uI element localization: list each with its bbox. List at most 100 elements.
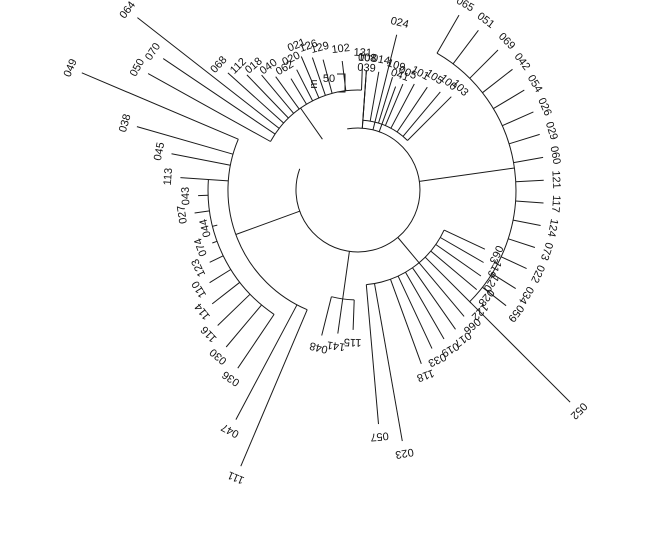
leaf-label-113: 113 <box>162 168 175 186</box>
clade-stem-upper-left <box>300 107 323 140</box>
leaf-label-027: 027 <box>175 205 189 225</box>
branch-027 <box>194 210 210 214</box>
leaf-label-052: 052 <box>568 400 589 421</box>
branch-124 <box>513 219 541 226</box>
leaf-label-065: 065 <box>454 0 476 14</box>
leaf-label-068: 068 <box>208 54 229 76</box>
leaf-label-064: 064 <box>117 0 138 21</box>
leaf-label-073: 073 <box>538 241 555 262</box>
leaf-label-059: 059 <box>505 302 526 324</box>
leaf-label-034: 034 <box>516 284 536 306</box>
branch-120 <box>435 244 482 277</box>
leaf-label-024: 024 <box>389 15 410 31</box>
leaf-label-048: 048 <box>308 339 329 355</box>
branch-017 <box>412 267 456 330</box>
branch-050 <box>147 73 271 142</box>
leaf-label-023: 023 <box>394 445 414 460</box>
leaf-label-131: 131 <box>353 47 372 60</box>
branch-131 <box>361 65 363 91</box>
leaf-label-014: 014 <box>371 52 391 67</box>
leaf-label-051: 051 <box>475 10 497 31</box>
leaf-label-115: 115 <box>344 336 362 349</box>
leaf-label-045: 045 <box>152 141 167 161</box>
branch-118 <box>390 279 422 364</box>
branch-116 <box>217 293 251 326</box>
branch-026 <box>502 111 534 127</box>
clade-stem-lower-right <box>397 237 420 264</box>
branch-129 <box>322 59 333 94</box>
branch-038 <box>136 126 234 155</box>
tree-branches <box>81 14 571 467</box>
branch-028 <box>430 250 478 290</box>
branch-115 <box>352 299 355 330</box>
branch-018 <box>261 74 295 114</box>
branch-051 <box>452 29 479 65</box>
branch-101 <box>390 83 415 129</box>
leaf-label-036: 036 <box>220 368 242 388</box>
branch-066 <box>418 262 465 317</box>
leaf-label-022: 022 <box>528 263 547 285</box>
leaf-label-026: 026 <box>535 96 553 118</box>
leaf-label-129: 129 <box>310 40 331 56</box>
scale-bar-label: 50 <box>323 73 335 85</box>
branch-070 <box>162 58 276 135</box>
branch-065 <box>436 14 460 54</box>
clade-arc-lower-right <box>366 229 445 286</box>
leaf-label-110: 110 <box>190 279 209 300</box>
leaf-label-050: 050 <box>128 57 147 79</box>
branch-036 <box>237 314 275 369</box>
root-arc <box>295 127 421 253</box>
leaf-label-033: 033 <box>426 350 448 369</box>
branch-110 <box>209 269 232 284</box>
branch-049 <box>81 72 239 140</box>
leaf-label-114: 114 <box>193 301 213 322</box>
leaf-label-047: 047 <box>219 421 241 440</box>
branch-047 <box>235 304 298 420</box>
branch-141 <box>337 298 344 334</box>
branch-040 <box>275 76 300 110</box>
leaf-label-039: 039 <box>357 62 376 75</box>
clade-arc-top <box>362 119 408 141</box>
branch-105 <box>396 86 428 133</box>
branch-117 <box>515 200 544 204</box>
branch-022 <box>500 256 527 270</box>
scale-bar: 50 m <box>308 73 346 93</box>
leaf-label-123: 123 <box>189 257 208 279</box>
leaf-label-060: 060 <box>548 145 563 165</box>
branch-119 <box>440 237 484 263</box>
leaf-label-116: 116 <box>199 323 220 344</box>
branch-045 <box>171 153 231 166</box>
leaf-label-038: 038 <box>117 113 134 134</box>
leaf-label-109: 109 <box>385 57 406 74</box>
leaf-label-118: 118 <box>415 367 436 384</box>
branch-068 <box>227 72 285 124</box>
branch-039 <box>361 80 367 129</box>
branch-126 <box>311 57 326 96</box>
leaf-label-074: 074 <box>192 236 210 257</box>
branch-048 <box>321 296 332 336</box>
scale-bar-line <box>337 73 346 93</box>
branch-103 <box>407 96 452 141</box>
leaf-label-124: 124 <box>545 218 560 238</box>
leaf-label-043: 043 <box>180 187 193 206</box>
branch-123 <box>209 255 224 263</box>
leaf-label-108: 108 <box>358 52 377 65</box>
leaf-label-042: 042 <box>512 51 533 73</box>
branch-023 <box>374 283 403 442</box>
leaf-label-003: 003 <box>358 52 377 65</box>
branch-074 <box>212 240 218 244</box>
leaf-label-029: 029 <box>543 120 560 141</box>
branch-030 <box>225 304 262 348</box>
leaf-label-054: 054 <box>525 73 545 95</box>
leaf-label-044: 044 <box>198 218 214 239</box>
branch-020 <box>296 69 314 102</box>
branch-044 <box>212 224 218 227</box>
branch-112 <box>246 74 289 119</box>
leaf-label-070: 070 <box>143 41 163 63</box>
leaf-label-126: 126 <box>298 38 319 55</box>
leaf-label-121: 121 <box>549 170 562 189</box>
leaf-label-057: 057 <box>370 429 389 443</box>
branch-064 <box>137 17 280 129</box>
leaf-label-141: 141 <box>326 338 346 352</box>
